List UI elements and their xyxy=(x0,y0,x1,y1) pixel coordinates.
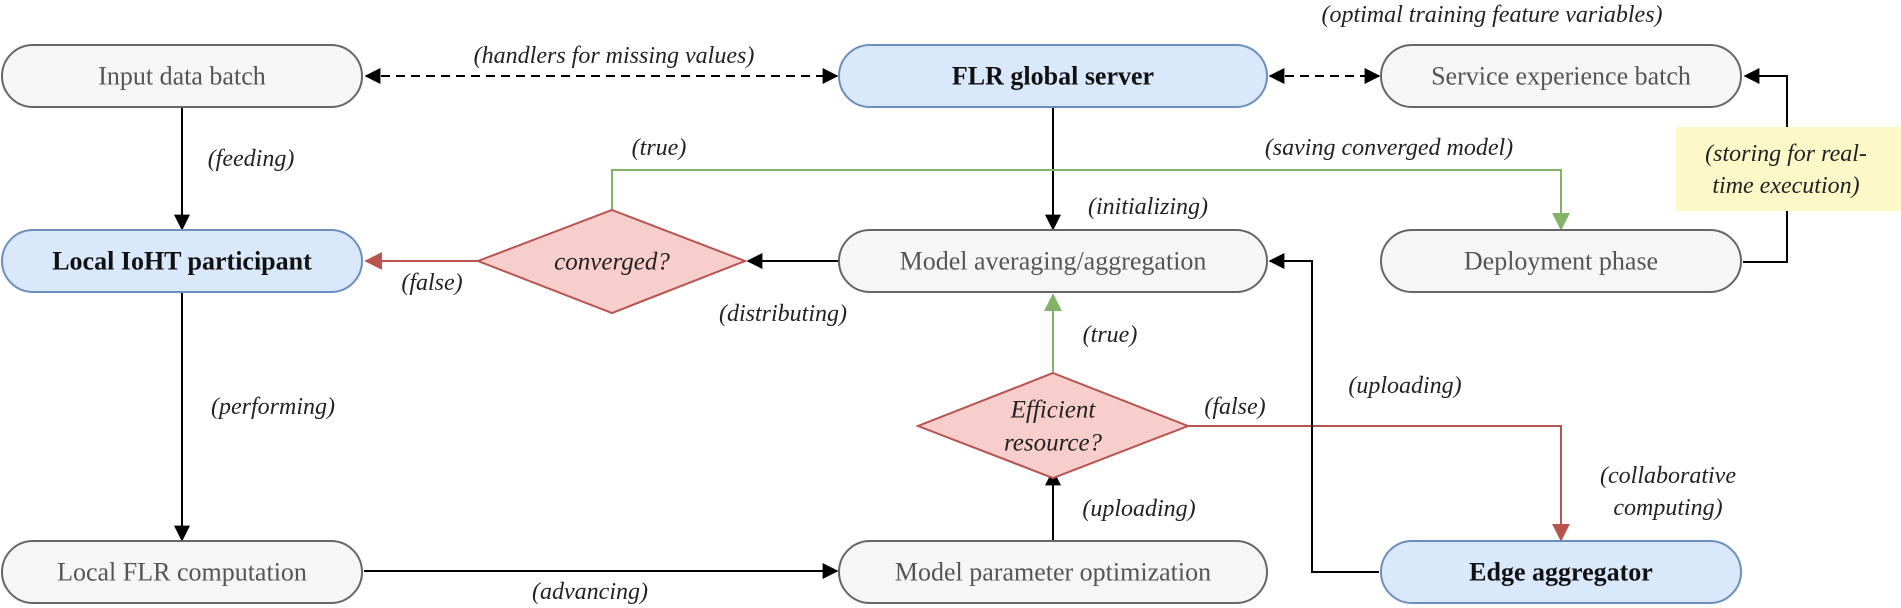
label-saving: (saving converged model) xyxy=(1265,135,1513,161)
label-advancing: (advancing) xyxy=(532,579,648,605)
node-input-data-batch: Input data batch xyxy=(1,44,363,108)
note-storing: (storing for real- time execution) xyxy=(1676,127,1901,211)
node-model-parameter-optimization: Model parameter optimization xyxy=(838,540,1268,604)
label-initializing: (initializing) xyxy=(1088,194,1208,220)
label-collab-2: computing) xyxy=(1613,495,1722,521)
label-performing: (performing) xyxy=(211,394,335,420)
svg-text:Efficient: Efficient xyxy=(1010,397,1097,424)
node-service-experience-batch: Service experience batch xyxy=(1380,44,1742,108)
edge-uploading-right xyxy=(1268,253,1379,573)
svg-text:Model averaging/aggregation: Model averaging/aggregation xyxy=(900,247,1207,276)
svg-text:Local IoHT participant: Local IoHT participant xyxy=(52,247,312,276)
label-uploading-bottom: (uploading) xyxy=(1082,496,1195,522)
edge-true-saving xyxy=(611,169,1570,231)
label-collab-1: (collaborative xyxy=(1600,463,1736,489)
node-local-flr-computation: Local FLR computation xyxy=(1,540,363,604)
svg-text:Local FLR computation: Local FLR computation xyxy=(57,558,307,587)
label-uploading-right: (uploading) xyxy=(1348,373,1461,399)
decision-efficient-resource: Efficient resource? xyxy=(915,371,1191,480)
node-edge-aggregator: Edge aggregator xyxy=(1380,540,1742,604)
label-handlers: (handlers for missing values) xyxy=(474,43,755,69)
svg-text:Input data batch: Input data batch xyxy=(98,62,266,91)
label-true-top: (true) xyxy=(632,135,687,161)
decision-converged: converged? xyxy=(475,208,748,315)
svg-text:(storing for real-: (storing for real- xyxy=(1705,141,1867,167)
edge-false-right xyxy=(1188,425,1570,542)
svg-text:Edge aggregator: Edge aggregator xyxy=(1469,558,1653,587)
node-model-averaging: Model averaging/aggregation xyxy=(838,229,1268,293)
label-false-left: (false) xyxy=(401,270,462,296)
label-false-right: (false) xyxy=(1204,394,1265,420)
label-true-mid: (true) xyxy=(1083,322,1138,348)
label-optimal: (optimal training feature variables) xyxy=(1321,2,1662,28)
svg-text:converged?: converged? xyxy=(554,249,670,276)
label-distributing: (distributing) xyxy=(719,301,847,327)
node-deployment-phase: Deployment phase xyxy=(1380,229,1742,293)
svg-text:Model parameter optimization: Model parameter optimization xyxy=(895,558,1211,587)
svg-text:time execution): time execution) xyxy=(1712,173,1859,199)
label-feeding: (feeding) xyxy=(208,146,295,172)
svg-text:resource?: resource? xyxy=(1004,430,1103,457)
node-flr-global-server: FLR global server xyxy=(838,44,1268,108)
node-local-ioht-participant: Local IoHT participant xyxy=(1,229,363,293)
svg-text:FLR global server: FLR global server xyxy=(952,62,1154,91)
svg-text:Service experience batch: Service experience batch xyxy=(1431,62,1691,91)
svg-text:Deployment phase: Deployment phase xyxy=(1464,247,1658,276)
